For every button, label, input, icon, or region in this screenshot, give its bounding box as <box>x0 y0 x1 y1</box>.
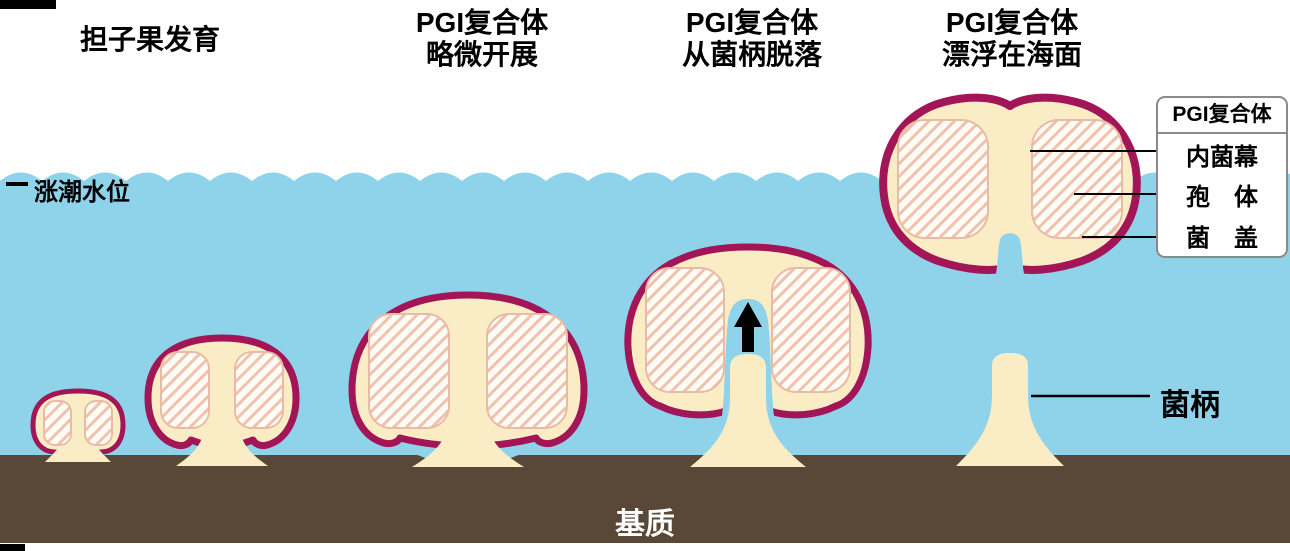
gleba-lobe-left <box>368 313 450 429</box>
top-left-crop-mark <box>0 0 56 9</box>
bottom-left-crop-mark <box>0 544 25 551</box>
gleba-lobe-right <box>234 351 284 429</box>
tide-level-label: 涨潮水位 <box>34 179 130 206</box>
gleba-lobe-right <box>84 400 113 446</box>
substrate-label: 基质 <box>615 508 675 541</box>
gleba-lobe-left <box>645 267 725 393</box>
mushroom-stage-3 <box>348 291 588 467</box>
gleba-lobe-left <box>897 119 989 239</box>
stage-label-slight-expansion: PGI复合体 略微开展 <box>415 7 549 71</box>
legend-item-gleba: 孢 体 <box>1186 184 1258 212</box>
mushroom-stage-4 <box>624 243 872 467</box>
bottom-notch <box>996 233 1024 277</box>
stipe <box>176 412 268 466</box>
stage-label-detaching: PGI复合体 从菌柄脱落 <box>681 7 822 71</box>
legend-items: 内菌幕 孢 体 菌 盖 <box>1158 134 1286 256</box>
stage-label-floating: PGI复合体 漂浮在海面 <box>941 7 1082 71</box>
detach-arrow-icon <box>734 302 762 352</box>
stipe <box>956 353 1064 466</box>
gleba-lobe-left <box>43 400 72 446</box>
remaining-stipe <box>956 353 1064 466</box>
substrate-layer <box>0 455 1290 543</box>
floating-pgi-complex <box>879 93 1141 277</box>
legend-item-pileus: 菌 盖 <box>1186 225 1258 253</box>
mushroom-stage-1 <box>30 388 126 462</box>
stipe-label: 菌柄 <box>1160 389 1220 422</box>
mushroom-stage-2 <box>144 334 300 466</box>
gleba-lobe-right <box>771 267 851 393</box>
stipe <box>690 354 806 467</box>
gleba-lobe-right <box>486 313 568 429</box>
legend-box: PGI复合体 内菌幕 孢 体 菌 盖 <box>1156 96 1288 258</box>
legend-title: PGI复合体 <box>1158 98 1286 134</box>
gleba-lobe-left <box>160 351 210 429</box>
stipe <box>45 424 111 462</box>
stage-label-development: 担子果发育 <box>79 24 220 55</box>
legend-leader-lines <box>1030 150 1158 238</box>
stipe <box>412 408 524 467</box>
gleba-lobe-right <box>1031 119 1123 239</box>
legend-item-inner-veil: 内菌幕 <box>1186 143 1258 171</box>
